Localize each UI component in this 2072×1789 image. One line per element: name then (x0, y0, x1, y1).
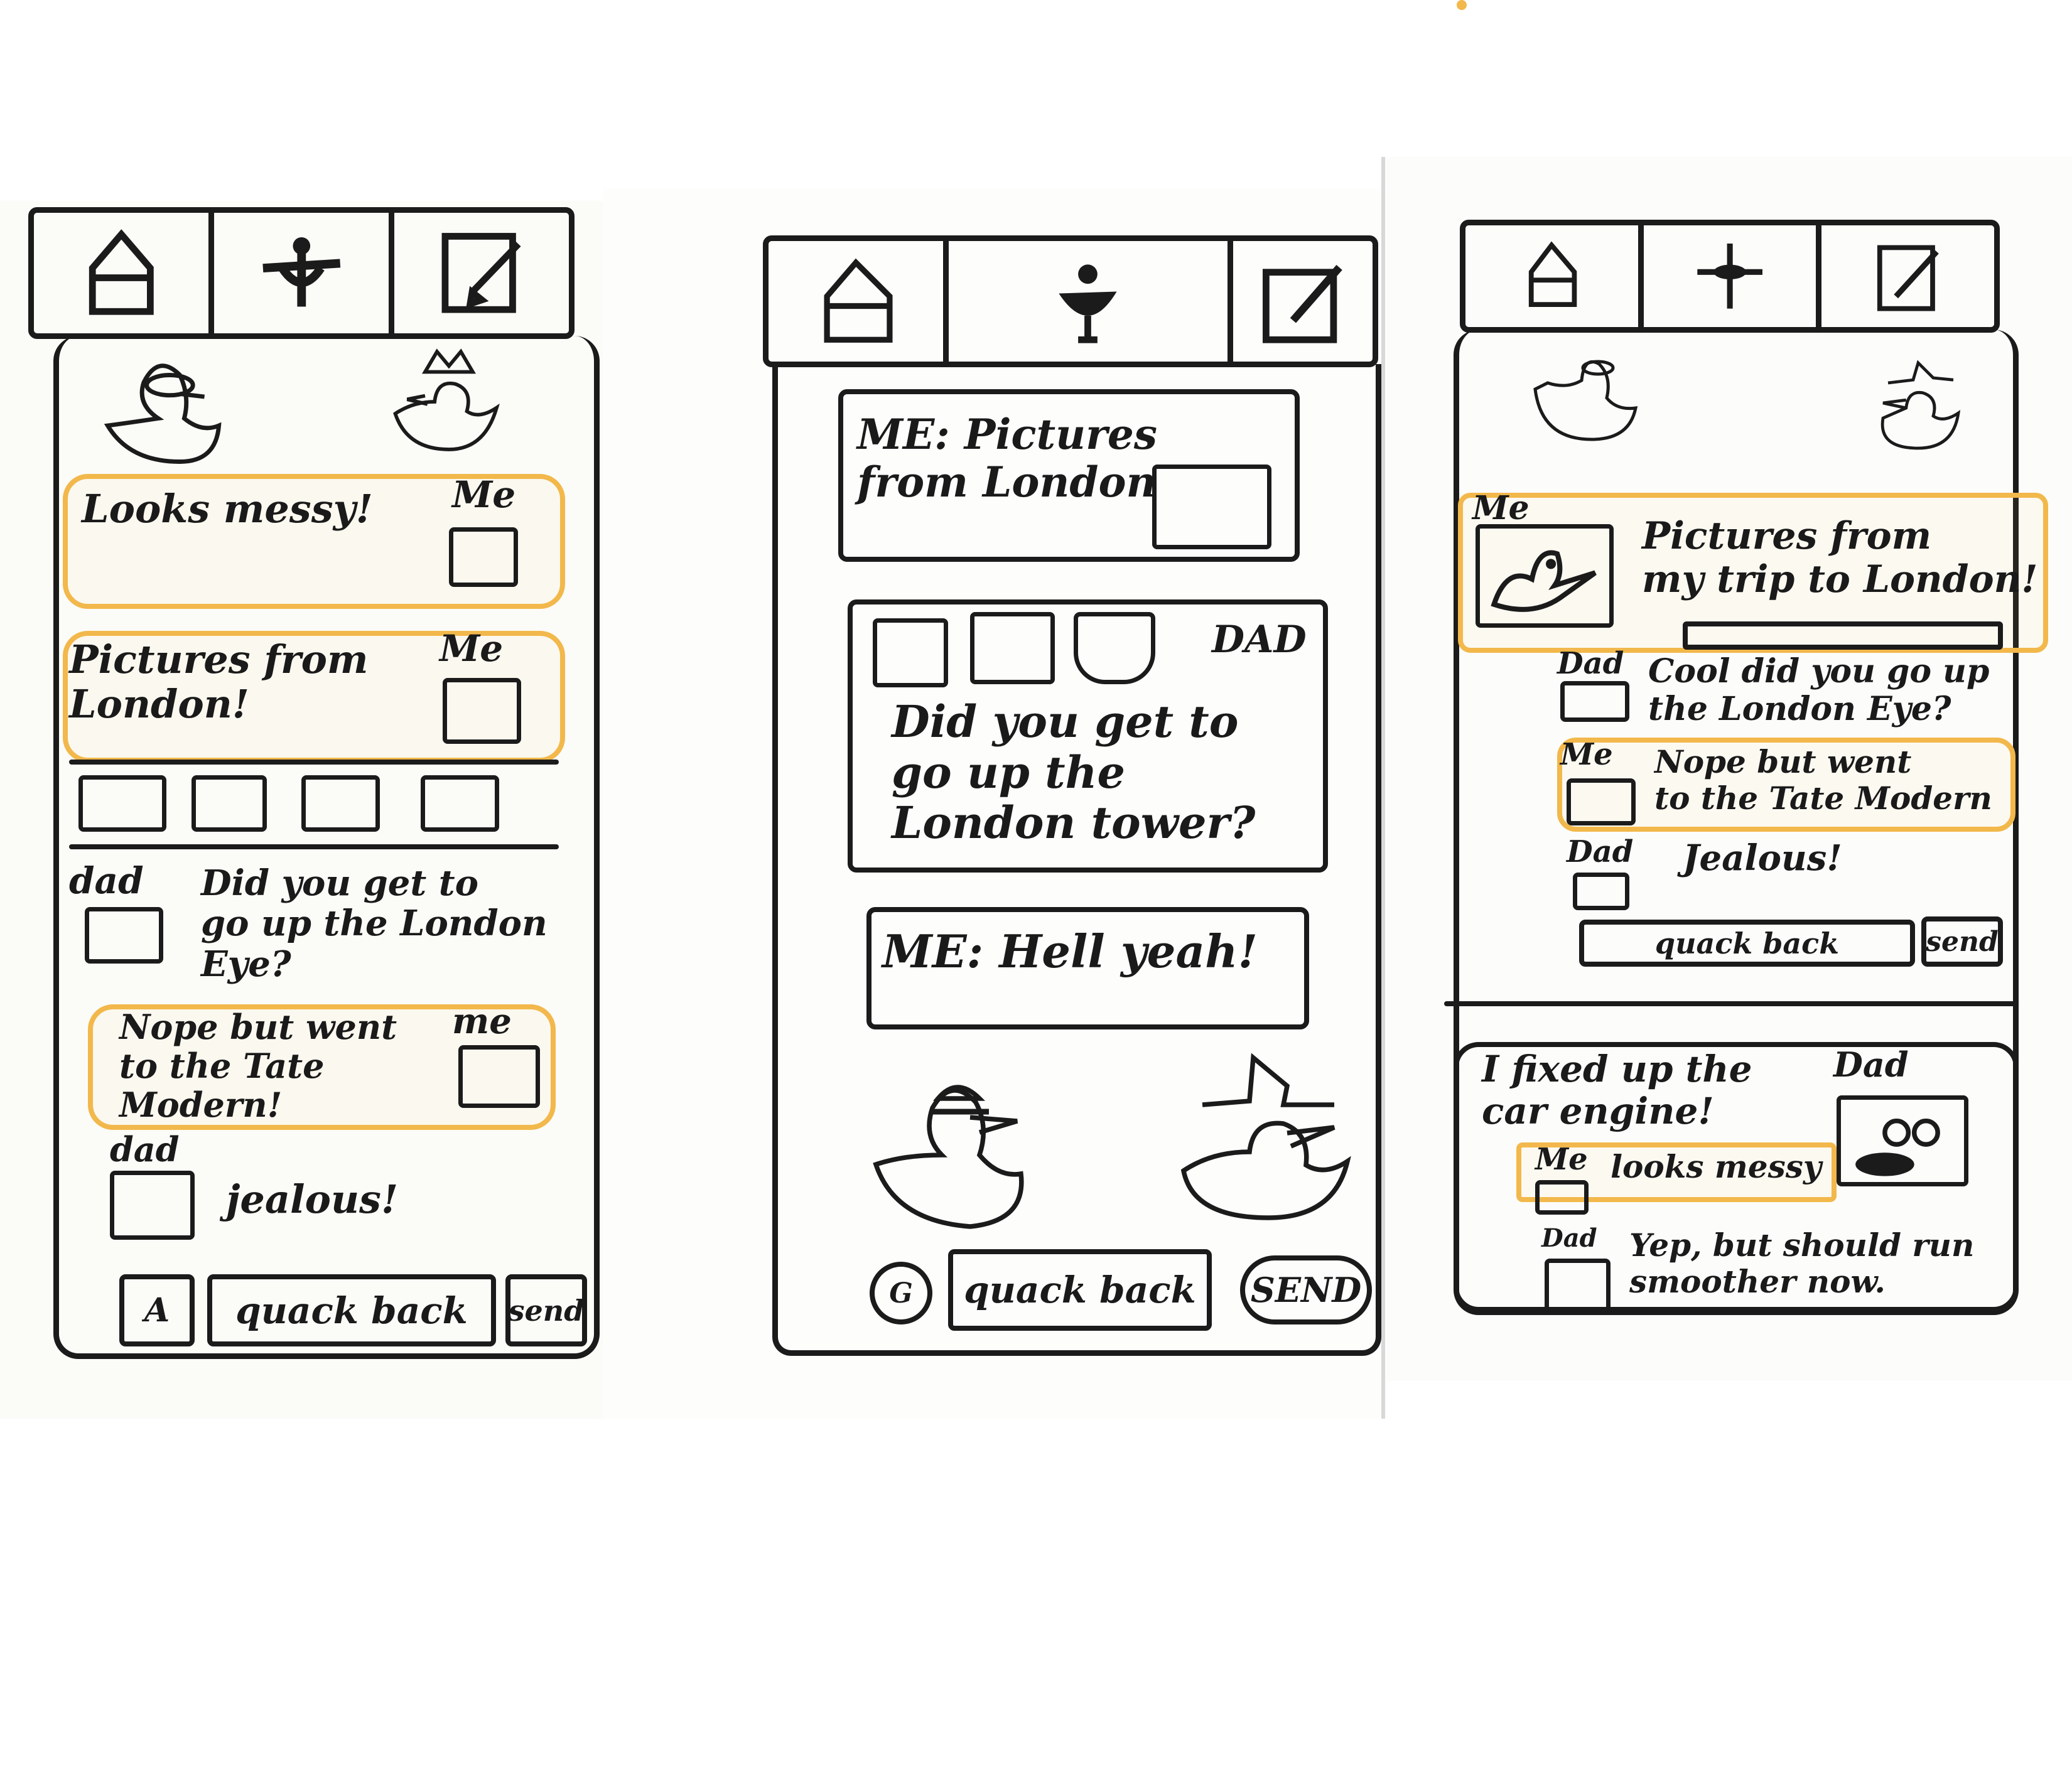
message-sender: dad (69, 859, 144, 902)
message-text: Did you get to go up the London Eye? (201, 862, 548, 985)
duck-me-avatar (860, 1061, 1061, 1249)
post-text: ME: Pictures from London (857, 410, 1157, 507)
photo-thumbnail[interactable] (873, 618, 948, 687)
divider (69, 760, 559, 765)
reply-input[interactable]: quack back (948, 1249, 1212, 1331)
unused (1457, 0, 1467, 10)
duck-logo-icon[interactable] (1644, 225, 1822, 327)
thread-sender: Dad (1833, 1045, 1909, 1085)
message-thumbnail[interactable] (449, 527, 518, 587)
thread-text: I fixed up the car engine! (1482, 1048, 1752, 1132)
thread-text: Pictures from my trip to London! (1642, 514, 2038, 601)
reply-text: Nope but went to the Tate Modern (1654, 743, 1992, 817)
post-card[interactable] (838, 389, 1300, 562)
attach-button[interactable]: G (870, 1262, 932, 1324)
reply-avatar-box (1535, 1180, 1589, 1215)
photo-thumbnail[interactable] (1074, 612, 1155, 684)
message-text: Nope but went to the Tate Modern! (119, 1007, 397, 1126)
photo-thumbnail[interactable] (970, 612, 1055, 684)
message-text: jealous! (226, 1176, 399, 1222)
message-sender: Me (452, 473, 516, 516)
reply-avatar-box (1567, 778, 1636, 825)
photo-thumbnail[interactable] (301, 775, 380, 832)
photo-strip[interactable] (1683, 621, 2003, 650)
paper-sheet-right (1381, 157, 2072, 1381)
attach-button[interactable]: A (119, 1274, 195, 1346)
post-card[interactable] (866, 907, 1309, 1029)
photo-thumbnail[interactable] (192, 775, 267, 832)
home-icon[interactable] (1465, 225, 1644, 327)
message-sender: Me (440, 627, 504, 670)
compose-icon[interactable] (1821, 225, 1994, 327)
paper-sheet-left (0, 201, 615, 1419)
thread-sender: Me (1472, 489, 1530, 527)
post-card[interactable] (848, 599, 1328, 873)
duck-dad-avatar (1174, 1042, 1362, 1243)
nav-bar (1460, 220, 2000, 333)
message-thumbnail[interactable] (458, 1045, 540, 1108)
send-button[interactable]: send (505, 1274, 587, 1346)
photo-thumbnail[interactable] (78, 775, 166, 832)
reply-sender: Dad (1541, 1223, 1597, 1253)
home-icon[interactable] (34, 213, 214, 333)
send-button[interactable]: send (1921, 916, 2003, 967)
reply-text: looks messy (1611, 1148, 1821, 1185)
reply-input[interactable]: quack back (207, 1274, 496, 1346)
phone-frame (1454, 330, 2019, 1315)
phone-frame (53, 336, 600, 1359)
reply-avatar-box (1545, 1259, 1611, 1312)
engine-photo-thumbnail[interactable] (1837, 1095, 1968, 1186)
duck-me-avatar (1519, 333, 1664, 458)
reply-text: Cool did you go up the London Eye? (1648, 652, 1990, 728)
duck-dad-avatar (389, 339, 509, 465)
reply-sender: Me (1560, 737, 1613, 772)
thread-divider (1444, 1001, 2019, 1006)
post-text: ME: Hell yeah! (882, 925, 1258, 978)
thread-card (1454, 1042, 2019, 1312)
dad-photo-icon (110, 1171, 195, 1240)
reply-text: Jealous! (1683, 837, 1842, 879)
duck-logo-icon[interactable] (949, 241, 1233, 362)
duck-dad-avatar (1868, 342, 1968, 474)
phone-frame (772, 364, 1381, 1356)
reply-highlight (1516, 1142, 1837, 1202)
send-button[interactable]: SEND (1240, 1255, 1372, 1324)
reply-text: Yep, but should run smoother now. (1629, 1227, 1975, 1300)
reply-sender: Dad (1557, 646, 1624, 681)
nav-bar (28, 207, 575, 339)
duck-me-avatar (100, 339, 245, 483)
home-icon[interactable] (769, 241, 949, 362)
reply-avatar-box (1573, 873, 1629, 910)
message-sender: dad (110, 1129, 180, 1169)
message-avatar-box (85, 907, 163, 964)
message-text: Pictures from London! (69, 637, 369, 728)
reply-sender: Dad (1567, 834, 1634, 869)
message-thumbnail[interactable] (443, 678, 521, 744)
duck-logo-icon[interactable] (214, 213, 394, 333)
divider (69, 844, 559, 849)
reply-sender: Me (1535, 1142, 1588, 1177)
compose-icon[interactable] (1233, 241, 1373, 362)
message-sender: me (452, 1001, 512, 1042)
message-bubble-highlight (88, 1004, 556, 1130)
post-sender: DAD (1212, 618, 1307, 662)
paper-fold (1381, 157, 1385, 1419)
nav-bar (763, 235, 1378, 367)
photo-thumbnail[interactable] (421, 775, 499, 832)
message-text: Looks messy! (82, 486, 373, 532)
post-thumbnail[interactable] (1152, 465, 1271, 549)
reply-input[interactable]: quack back (1579, 920, 1915, 967)
reply-avatar-box (1560, 681, 1629, 722)
post-text: Did you get to go up the London tower? (892, 696, 1256, 849)
compose-icon[interactable] (394, 213, 569, 333)
duck-photo-thumbnail[interactable] (1476, 524, 1614, 628)
